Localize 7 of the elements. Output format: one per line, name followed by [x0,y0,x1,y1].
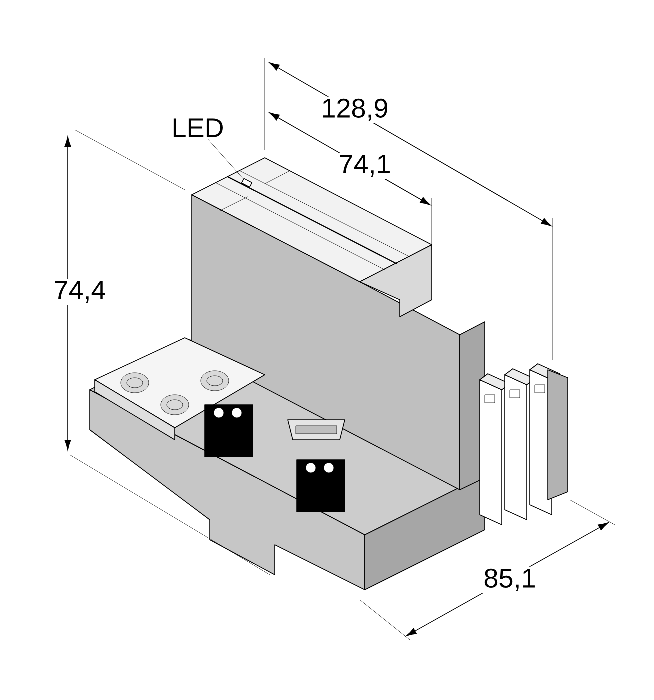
dimension-label: 74,4 [52,278,108,306]
dimension-label: 128,9 [319,96,391,124]
dimension-label: 85,1 [482,566,538,594]
callout-label: LED [174,118,223,138]
dimension-label: 74,1 [336,152,394,180]
led-indicator [241,178,253,188]
leader-line [208,139,244,180]
